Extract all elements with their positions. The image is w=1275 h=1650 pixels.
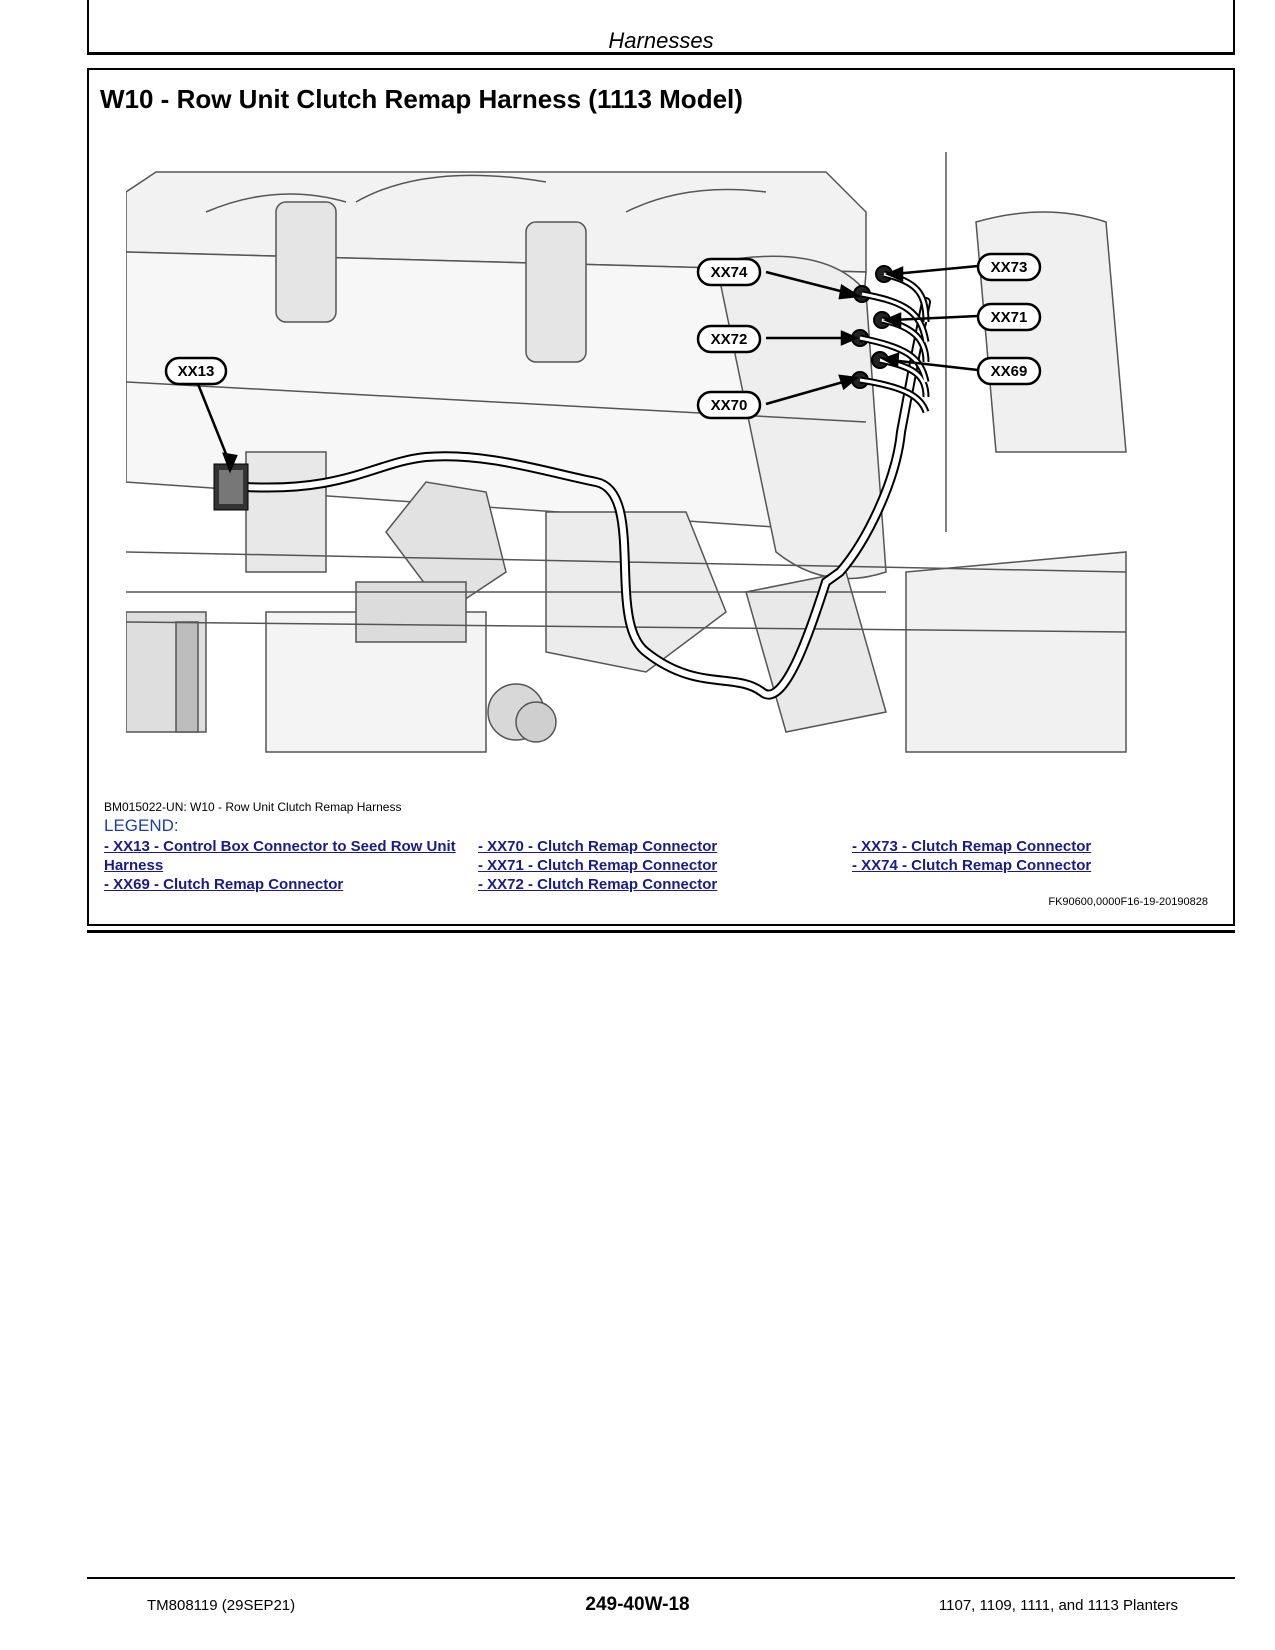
product-line: 1107, 1109, 1111, and 1113 Planters [938,1597,1178,1614]
callout-xx72: XX72 [711,331,748,348]
legend-link-xx73[interactable]: - XX73 - Clutch Remap Connector [852,838,1092,855]
callout-xx70: XX70 [711,397,748,414]
reference-code: FK90600,0000F16-19-20190828 [1048,896,1208,908]
content-frame [87,68,1235,926]
callout-xx74: XX74 [711,264,748,281]
callout-bubble-xx13 [164,356,228,386]
manual-id: TM808119 (29SEP21) [147,1597,296,1614]
section-title: Harnesses [608,28,714,53]
harness-illustration: XX13 XX74 XX72 XX70 XX73 XX71 XX69 [126,152,1184,764]
callout-bubble-xx74 [696,257,762,287]
callout-bubble-xx71 [976,302,1042,332]
content-bottom-rule [87,930,1235,933]
legend-link-xx69[interactable]: - XX69 - Clutch Remap Connector [104,876,344,893]
callout-bubble-xx73 [976,252,1042,282]
page-header: Harnesses [87,0,1235,55]
figure-caption: BM015022-UN: W10 - Row Unit Clutch Remap… [104,800,402,814]
legend-link-xx74[interactable]: - XX74 - Clutch Remap Connector [852,857,1092,874]
callout-bubble-xx69 [976,356,1042,386]
legend-link-xx71[interactable]: - XX71 - Clutch Remap Connector [478,857,718,874]
callout-bubble-xx72 [696,324,762,354]
page-number: 249-40W-18 [585,1594,690,1615]
callout-xx69: XX69 [991,363,1028,380]
callout-xx73: XX73 [991,259,1028,276]
footer-rule [87,1577,1235,1579]
legend-link-xx70[interactable]: - XX70 - Clutch Remap Connector [478,838,718,855]
callout-xx13: XX13 [178,363,215,380]
legend-link-xx72[interactable]: - XX72 - Clutch Remap Connector [478,876,718,893]
legend-title: LEGEND: [104,816,179,835]
callout-bubble-xx70 [696,390,762,420]
callout-xx71: XX71 [991,309,1028,326]
legend-link-xx13[interactable]: - XX13 - Control Box Connector to Seed R… [104,838,456,874]
page-title: W10 - Row Unit Clutch Remap Harness (111… [100,84,743,114]
